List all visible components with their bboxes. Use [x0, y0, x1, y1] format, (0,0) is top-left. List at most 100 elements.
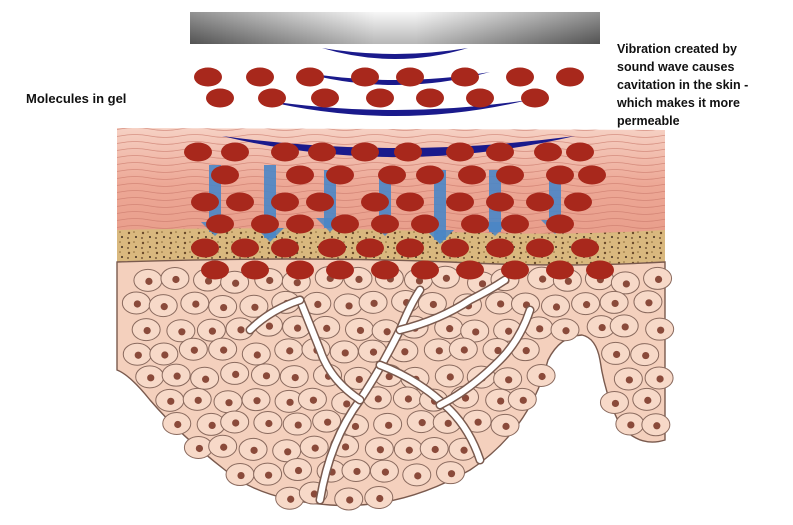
cell-nucleus — [505, 376, 512, 383]
cell-nucleus — [266, 323, 273, 330]
molecule-icon — [566, 143, 594, 162]
cell-nucleus — [460, 447, 467, 454]
molecule-icon — [526, 239, 554, 258]
molecule-icon — [351, 143, 379, 162]
cell-nucleus — [382, 469, 389, 476]
cell-nucleus — [497, 300, 504, 307]
molecule-icon — [296, 68, 324, 87]
cell-nucleus — [237, 472, 244, 479]
cell-nucleus — [370, 349, 377, 356]
cell-nucleus — [461, 346, 468, 353]
cell-nucleus — [612, 400, 619, 407]
cell-nucleus — [253, 397, 260, 404]
cell-nucleus — [565, 278, 572, 285]
cell-nucleus — [195, 397, 202, 404]
cell-nucleus — [209, 422, 216, 429]
cell-nucleus — [209, 328, 216, 335]
molecule-icon — [184, 143, 212, 162]
cell-nucleus — [172, 276, 179, 283]
cell-nucleus — [310, 397, 317, 404]
cell-nucleus — [353, 468, 360, 475]
cell-nucleus — [445, 420, 452, 427]
ultrasound-probe-shade — [190, 12, 600, 44]
molecule-icon — [451, 68, 479, 87]
cell-nucleus — [523, 347, 530, 354]
cell-nucleus — [653, 422, 660, 429]
cell-nucleus — [345, 302, 352, 309]
molecule-icon — [446, 193, 474, 212]
molecule-icon — [226, 193, 254, 212]
cell-nucleus — [145, 278, 152, 285]
molecule-icon — [191, 193, 219, 212]
molecule-icon — [251, 215, 279, 234]
molecule-icon — [461, 215, 489, 234]
molecule-icon — [201, 261, 229, 280]
cell-nucleus — [237, 326, 244, 333]
molecule-icon — [271, 239, 299, 258]
molecule-icon — [411, 261, 439, 280]
cell-nucleus — [196, 445, 203, 452]
cell-nucleus — [520, 397, 527, 404]
cell-nucleus — [232, 419, 239, 426]
molecule-icon — [396, 68, 424, 87]
cell-nucleus — [419, 419, 426, 426]
cell-nucleus — [144, 327, 151, 334]
cell-nucleus — [401, 348, 408, 355]
cell-nucleus — [536, 325, 543, 332]
molecule-icon — [586, 261, 614, 280]
cell-nucleus — [323, 325, 330, 332]
cell-nucleus — [627, 421, 634, 428]
cell-nucleus — [294, 325, 301, 332]
molecule-icon — [556, 68, 584, 87]
cell-nucleus — [232, 371, 239, 378]
molecule-icon — [211, 166, 239, 185]
cell-nucleus — [263, 372, 270, 379]
cell-nucleus — [497, 397, 504, 404]
cell-nucleus — [174, 421, 181, 428]
molecule-icon — [416, 89, 444, 108]
cell-nucleus — [295, 421, 302, 428]
molecule-icon — [191, 239, 219, 258]
molecule-icon — [496, 166, 524, 185]
molecule-icon — [308, 143, 336, 162]
cell-nucleus — [265, 472, 272, 479]
molecule-icon — [526, 193, 554, 212]
cell-nucleus — [161, 303, 168, 310]
molecule-icon — [501, 215, 529, 234]
molecule-icon — [441, 239, 469, 258]
molecule-icon — [456, 261, 484, 280]
cell-nucleus — [375, 395, 382, 402]
cell-nucleus — [626, 376, 633, 383]
molecule-icon — [286, 215, 314, 234]
cell-nucleus — [539, 276, 546, 283]
cell-nucleus — [657, 327, 664, 334]
molecule-icon — [571, 239, 599, 258]
cell-nucleus — [502, 423, 509, 430]
molecule-icon — [394, 143, 422, 162]
cell-nucleus — [553, 303, 560, 310]
cell-nucleus — [645, 299, 652, 306]
cell-nucleus — [161, 351, 168, 358]
molecule-icon — [486, 239, 514, 258]
cell-nucleus — [355, 276, 362, 283]
cell-nucleus — [623, 280, 630, 287]
molecule-icon — [466, 89, 494, 108]
cell-nucleus — [295, 467, 302, 474]
molecule-icon — [311, 89, 339, 108]
cell-nucleus — [135, 352, 142, 359]
cell-nucleus — [174, 373, 181, 380]
cell-nucleus — [436, 347, 443, 354]
cell-nucleus — [612, 300, 619, 307]
molecule-icon — [246, 68, 274, 87]
cell-nucleus — [443, 275, 450, 282]
molecule-icon — [396, 193, 424, 212]
cell-nucleus — [134, 300, 141, 307]
cell-nucleus — [475, 419, 482, 426]
cell-nucleus — [613, 351, 620, 358]
cell-nucleus — [479, 280, 486, 287]
molecule-icon — [546, 261, 574, 280]
cell-nucleus — [286, 399, 293, 406]
cell-nucleus — [346, 496, 353, 503]
cell-nucleus — [192, 301, 199, 308]
molecule-icon — [366, 89, 394, 108]
